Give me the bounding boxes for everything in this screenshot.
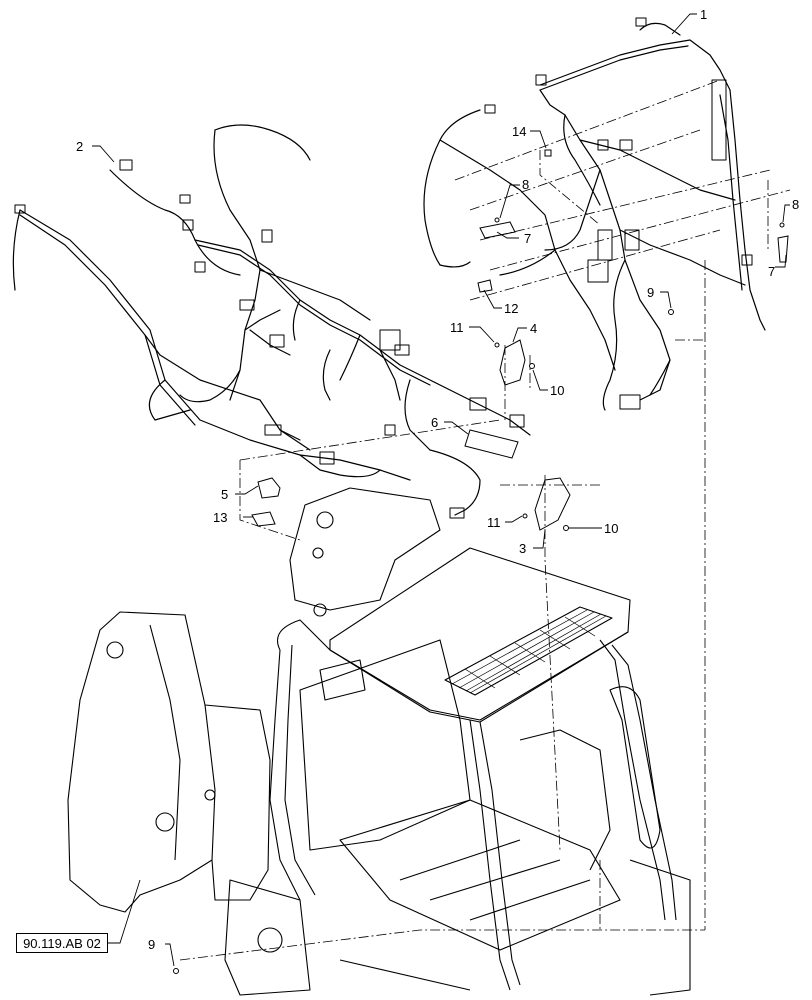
- harness-2: [12, 124, 531, 519]
- callout-10a: 10: [550, 383, 564, 398]
- callout-2: 2: [76, 139, 83, 154]
- callout-8b: 8: [792, 197, 799, 212]
- small-parts: [173, 149, 789, 974]
- callout-leaders: [92, 13, 790, 967]
- callout-10b: 10: [604, 521, 618, 536]
- callout-7b: 7: [768, 264, 775, 279]
- callout-6: 6: [431, 415, 438, 430]
- alignment-lines: [179, 79, 791, 961]
- callout-9b: 9: [148, 937, 155, 952]
- callout-3: 3: [519, 541, 526, 556]
- callout-11b: 11: [487, 515, 501, 530]
- callout-7a: 7: [524, 231, 531, 246]
- callout-9a: 9: [647, 285, 654, 300]
- callout-13: 13: [213, 510, 227, 525]
- cab-frame: [67, 487, 691, 996]
- callout-8a: 8: [522, 177, 529, 192]
- callout-12: 12: [504, 301, 518, 316]
- callout-4: 4: [530, 321, 537, 336]
- callout-1: 1: [700, 7, 707, 22]
- section-reference-label: 90.119.AB 02: [16, 933, 108, 953]
- callout-14: 14: [512, 124, 526, 139]
- callout-5: 5: [221, 487, 228, 502]
- harness-1: [423, 17, 766, 411]
- callout-11a: 11: [450, 320, 464, 335]
